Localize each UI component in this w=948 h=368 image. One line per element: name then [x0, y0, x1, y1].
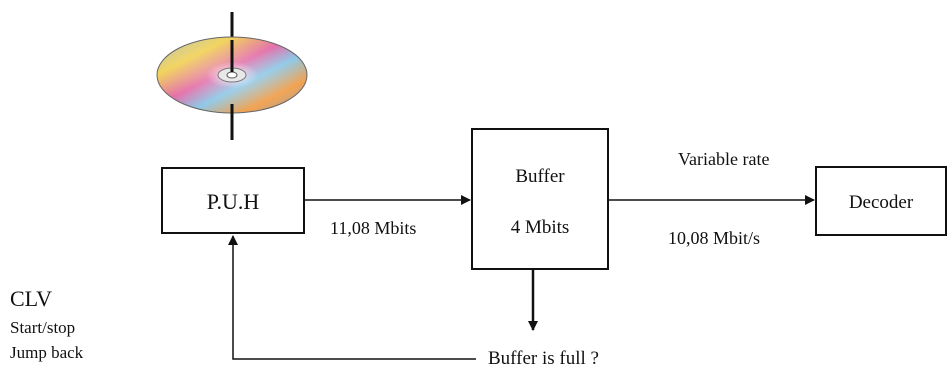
buffer-block: Buffer 4 Mbits	[471, 128, 609, 270]
puh-block: P.U.H	[161, 167, 305, 234]
jump-back-label: Jump back	[10, 343, 84, 362]
decoder-label: Decoder	[849, 192, 914, 213]
start-stop-label: Start/stop	[10, 318, 75, 337]
puh-label: P.U.H	[207, 189, 260, 214]
feedback-path	[228, 235, 476, 360]
puh-to-buffer-label: 11,08 Mbits	[330, 218, 416, 238]
buffer-full-label: Buffer is full ?	[488, 348, 599, 368]
buffer-size: 4 Mbits	[511, 217, 570, 238]
clv-label: CLV	[10, 286, 52, 311]
variable-rate-label: Variable rate	[678, 149, 769, 169]
optical-disc-icon	[156, 12, 308, 140]
decoder-block: Decoder	[815, 166, 947, 236]
buffer-title: Buffer	[515, 166, 565, 187]
decoder-rate-label: 10,08 Mbit/s	[668, 228, 760, 248]
